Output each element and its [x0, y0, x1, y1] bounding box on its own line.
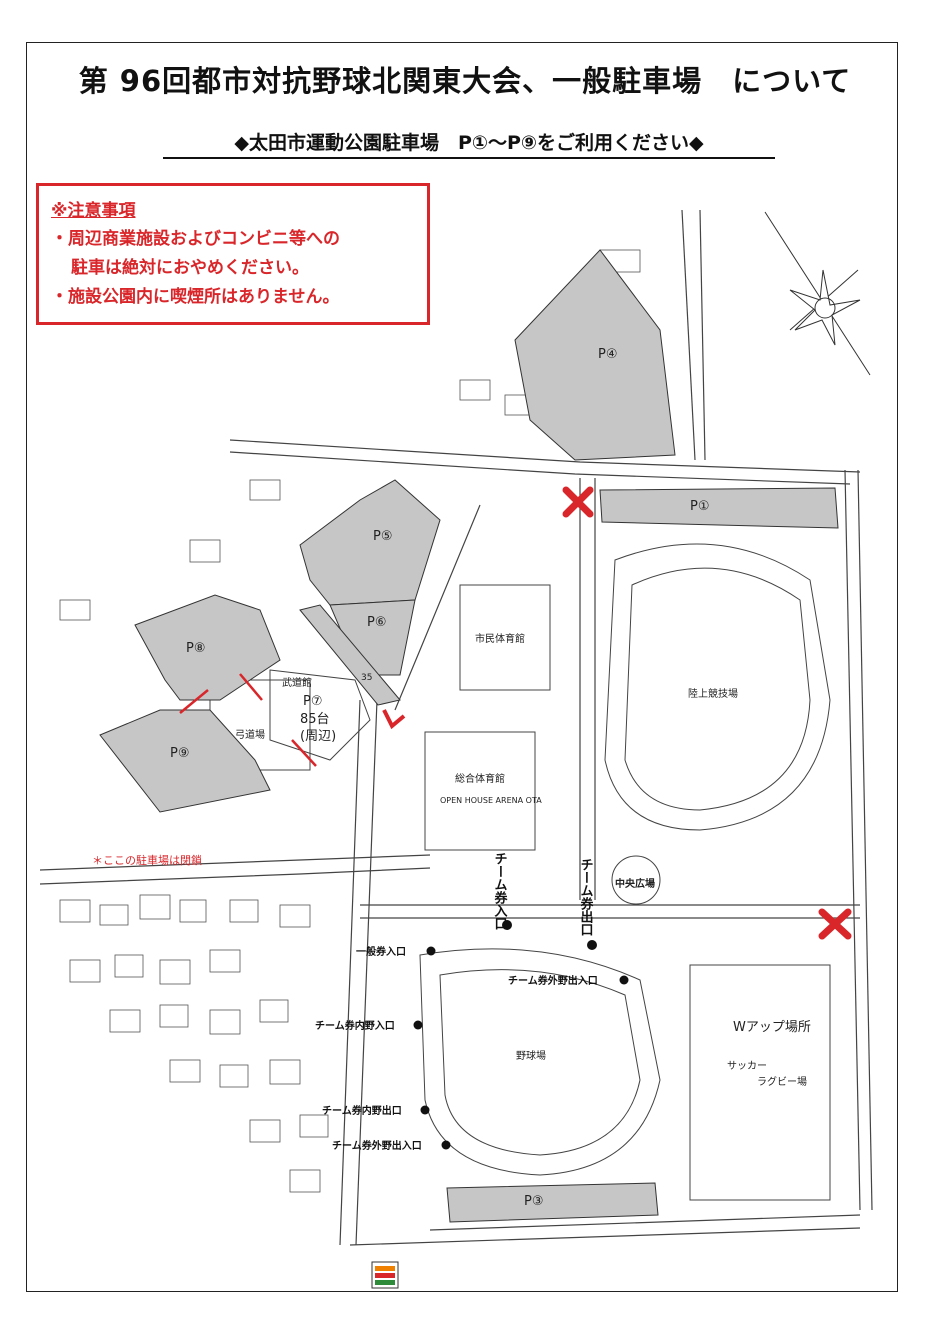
label-baseball: 野球場 — [516, 1049, 546, 1062]
label-p8: P⑧ — [186, 641, 206, 656]
label-team-outfield-in-top: チーム券外野出入口 — [508, 974, 598, 987]
notice-heading: ※注意事項 — [51, 201, 136, 221]
compass-icon — [764, 211, 871, 376]
entrance-arrow-icon — [382, 709, 406, 730]
double-arrow-icon — [179, 673, 317, 767]
label-p4: P④ — [598, 347, 618, 362]
label-num35: 35 — [361, 673, 372, 683]
label-p7-count: 85台 — [300, 712, 330, 727]
label-team-outfield-in-bottom: チーム券外野出入口 — [332, 1139, 422, 1152]
notice-box: ※注意事項 ・周辺商業施設およびコンビニ等への 駐車は絶対におやめください。 ・… — [36, 183, 430, 325]
parking-area-p4 — [514, 249, 676, 461]
label-p7: P⑦ — [303, 694, 323, 709]
label-team-out: チーム券出口 — [578, 858, 595, 936]
convenience-store-logo — [371, 1261, 399, 1289]
residential-blocks — [59, 249, 641, 1193]
label-team-in: チーム券入口 — [492, 852, 509, 930]
notice-line-2: 駐車は絶対におやめください。 — [71, 258, 309, 278]
parking-areas — [99, 249, 839, 1223]
page-subtitle: ◆太田市運動公園駐車場 P①～P⑨をご利用ください◆ — [163, 128, 775, 159]
parking-area-p5 — [299, 479, 441, 606]
label-general-in: 一般券入口 — [356, 945, 406, 958]
label-p5: P⑤ — [373, 529, 393, 544]
notice-line-1: ・周辺商業施設およびコンビニ等への — [51, 229, 340, 249]
label-budokan: 武道館 — [282, 676, 312, 689]
label-athletics: 陸上競技場 — [688, 687, 738, 700]
parking-area-p8 — [134, 594, 281, 701]
page-title: 第 96回都市対抗野球北関東大会、一般駐車場 について — [78, 64, 852, 98]
parking-area-lane — [299, 604, 401, 706]
parking-area-p3 — [446, 1182, 659, 1223]
buildings — [209, 543, 831, 1201]
label-p1: P① — [690, 499, 710, 514]
label-p3: P③ — [524, 1194, 544, 1209]
label-kyudojo: 弓道場 — [235, 728, 265, 741]
label-chuo-hiroba: 中央広場 — [615, 877, 655, 890]
closed-mark-icon — [562, 486, 852, 940]
label-soccer: サッカー — [727, 1060, 767, 1072]
notice-line-3: ・施設公園内に喫煙所はありません。 — [51, 287, 340, 307]
label-sogo-gym: 総合体育館 — [455, 772, 505, 785]
label-team-infield-in: チーム券内野入口 — [315, 1019, 395, 1032]
label-shimin-gym: 市民体育館 — [475, 632, 525, 645]
label-rugby: ラグビー場 — [757, 1075, 807, 1088]
label-wup: Wアップ場所 — [733, 1020, 811, 1035]
label-arena-name: OPEN HOUSE ARENA OTA — [440, 796, 542, 805]
parking-area-p1 — [599, 487, 839, 529]
label-p9: P⑨ — [170, 746, 190, 761]
closed-parking-note: ＊ここの駐車場は閉鎖 — [92, 853, 202, 867]
roads — [39, 209, 873, 1246]
label-p7-note: (周辺) — [300, 729, 336, 744]
parking-area-p9 — [99, 709, 271, 813]
label-team-infield-out: チーム券内野出口 — [322, 1104, 402, 1117]
label-p6: P⑥ — [367, 615, 387, 630]
entrance-dots — [413, 920, 629, 1150]
